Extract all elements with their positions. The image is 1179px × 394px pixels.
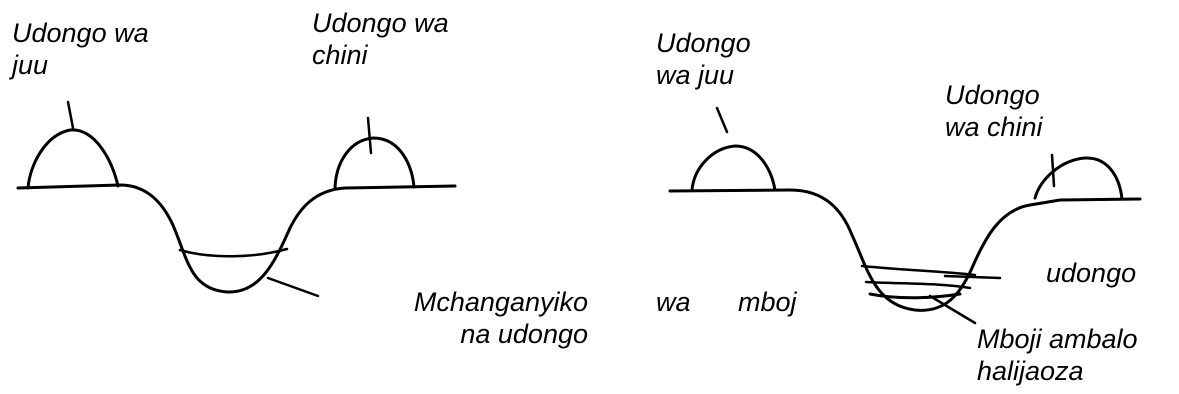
right-subsoil-label: Udongo wa chini — [945, 80, 1043, 142]
left-mixture-pointer — [266, 276, 320, 298]
right-topsoil-label: Udongo wa juu — [656, 28, 751, 90]
right-manure-layer-line — [868, 292, 962, 300]
right-manure-label: Mboji ambalo halijaoza — [977, 324, 1138, 386]
right-ground-profile — [668, 188, 1142, 312]
left-ground-profile — [16, 183, 457, 294]
right-topsoil-mound — [690, 144, 777, 192]
right-topsoil-pointer — [715, 106, 729, 134]
left-subsoil-label: Udongo wa chini — [312, 8, 449, 70]
right-subsoil-mound — [1033, 156, 1124, 201]
left-topsoil-mound — [26, 128, 120, 190]
right-mix-layer-line — [864, 280, 972, 290]
figure-right — [668, 106, 1148, 325]
left-subsoil-pointer — [366, 116, 373, 155]
left-topsoil-label: Udongo wa juu — [12, 18, 149, 80]
right-mix-fragment-mboj: mboj — [738, 287, 797, 317]
left-pit-layer-line — [178, 247, 289, 258]
right-subsoil-pointer — [1050, 153, 1056, 188]
left-mixture-label: Mchanganyiko na udongo — [413, 287, 588, 349]
left-subsoil-mound — [333, 136, 416, 190]
right-cover-patch — [978, 285, 1148, 301]
right-mix-fragment-wa: wa — [656, 287, 691, 317]
right-soil-layer-line — [860, 264, 977, 277]
figure-left — [16, 100, 457, 298]
left-topsoil-pointer — [66, 100, 75, 130]
right-soil-pointer — [943, 274, 1002, 280]
right-manure-pointer — [928, 294, 977, 325]
right-soil-label: udongo — [1046, 258, 1137, 288]
